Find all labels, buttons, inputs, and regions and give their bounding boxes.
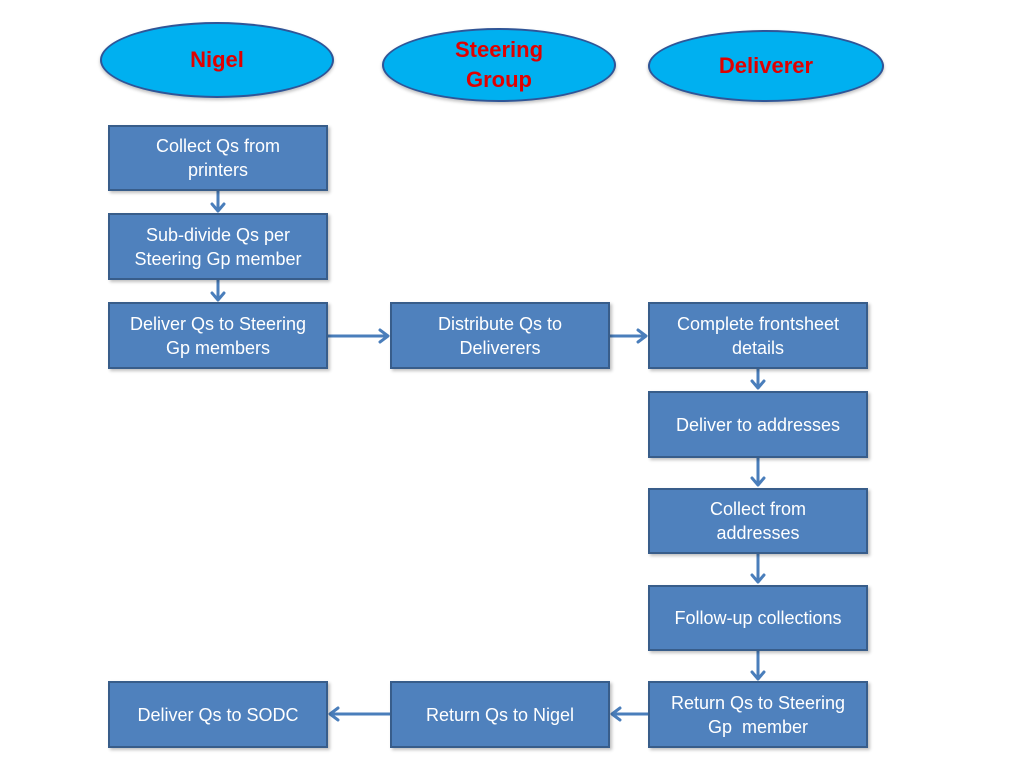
step-collect-qs-from-printers: Collect Qs from printers (108, 125, 328, 191)
step-distribute-line1: Distribute Qs to (437, 313, 563, 334)
step-return-qs-to-nigel: Return Qs to Nigel (390, 681, 610, 748)
step-frontsheet-label: Complete frontsheet details (677, 312, 839, 360)
arrow-return-sg-to-return-nigel (610, 706, 648, 722)
arrow-followup-to-return-sg (750, 651, 766, 681)
arrow-frontsheet-to-deliver-addresses (750, 369, 766, 390)
lane-header-steering-group-line2: Group (466, 67, 532, 92)
step-deliver-qs-to-sodc: Deliver Qs to SODC (108, 681, 328, 748)
step-deliver-sodc-label: Deliver Qs to SODC (137, 704, 299, 725)
step-distribute-line2: Deliverers (459, 337, 541, 358)
arrow-distribute-to-frontsheet (610, 328, 648, 344)
lane-header-nigel-label: Nigel (190, 47, 244, 73)
arrow-return-nigel-to-sodc (328, 706, 390, 722)
step-subdivide-qs: Sub-divide Qs per Steering Gp member (108, 213, 328, 280)
step-distribute-label: Distribute Qs to Deliverers (438, 312, 562, 360)
lane-header-nigel: Nigel (100, 22, 334, 98)
arrow-deliver-sg-to-distribute (328, 328, 390, 344)
step-return-nigel-label: Return Qs to Nigel (425, 704, 575, 725)
arrow-collect-to-followup (750, 554, 766, 584)
lane-header-steering-group-line1: Steering (454, 37, 544, 63)
step-return-sg-label: Return Qs to Steering Gp member (671, 691, 845, 739)
step-return-sg-line1: Return Qs to Steering (670, 692, 846, 713)
step-collect-from-addresses: Collect from addresses (648, 488, 868, 554)
arrow-collect-to-subdivide (210, 191, 226, 213)
step-subdivide-line2: Steering Gp member (134, 248, 302, 269)
step-deliver-qs-to-steering-gp: Deliver Qs to Steering Gp members (108, 302, 328, 369)
step-return-sg-line2: Gp member (707, 716, 809, 737)
step-distribute-qs-to-deliverers: Distribute Qs to Deliverers (390, 302, 610, 369)
lane-header-deliverer: Deliverer (648, 30, 884, 102)
arrow-subdivide-to-deliver-sg (210, 280, 226, 302)
step-collect-qs-label: Collect Qs from printers (156, 134, 280, 182)
step-collect-addresses-label: Collect from addresses (710, 497, 806, 545)
step-subdivide-label: Sub-divide Qs per Steering Gp member (134, 223, 301, 271)
step-collect-qs-line2: printers (187, 160, 249, 180)
lane-header-steering-group-label: Steering Group (455, 35, 543, 94)
lane-header-steering-group: Steering Group (382, 28, 616, 102)
step-deliver-to-addresses: Deliver to addresses (648, 391, 868, 458)
step-return-qs-to-steering-gp: Return Qs to Steering Gp member (648, 681, 868, 748)
step-subdivide-line1: Sub-divide Qs per (145, 224, 291, 245)
step-deliver-addresses-label: Deliver to addresses (675, 414, 841, 435)
step-collect-qs-line1: Collect Qs from (155, 136, 281, 156)
step-frontsheet-line2: details (731, 337, 785, 358)
step-deliver-to-sg-label: Deliver Qs to Steering Gp members (130, 312, 306, 360)
step-deliver-to-sg-line2: Gp members (165, 337, 270, 358)
lane-header-deliverer-label: Deliverer (718, 53, 814, 79)
step-follow-up-collections: Follow-up collections (648, 585, 868, 651)
step-followup-label: Follow-up collections (674, 608, 842, 628)
step-deliver-to-sg-line1: Deliver Qs to Steering (129, 313, 307, 334)
step-collect-addresses-line2: addresses (716, 523, 800, 543)
step-complete-frontsheet: Complete frontsheet details (648, 302, 868, 369)
step-frontsheet-line1: Complete frontsheet (676, 313, 840, 334)
step-collect-addresses-line1: Collect from (709, 499, 807, 519)
arrow-deliver-addresses-to-collect (750, 458, 766, 487)
